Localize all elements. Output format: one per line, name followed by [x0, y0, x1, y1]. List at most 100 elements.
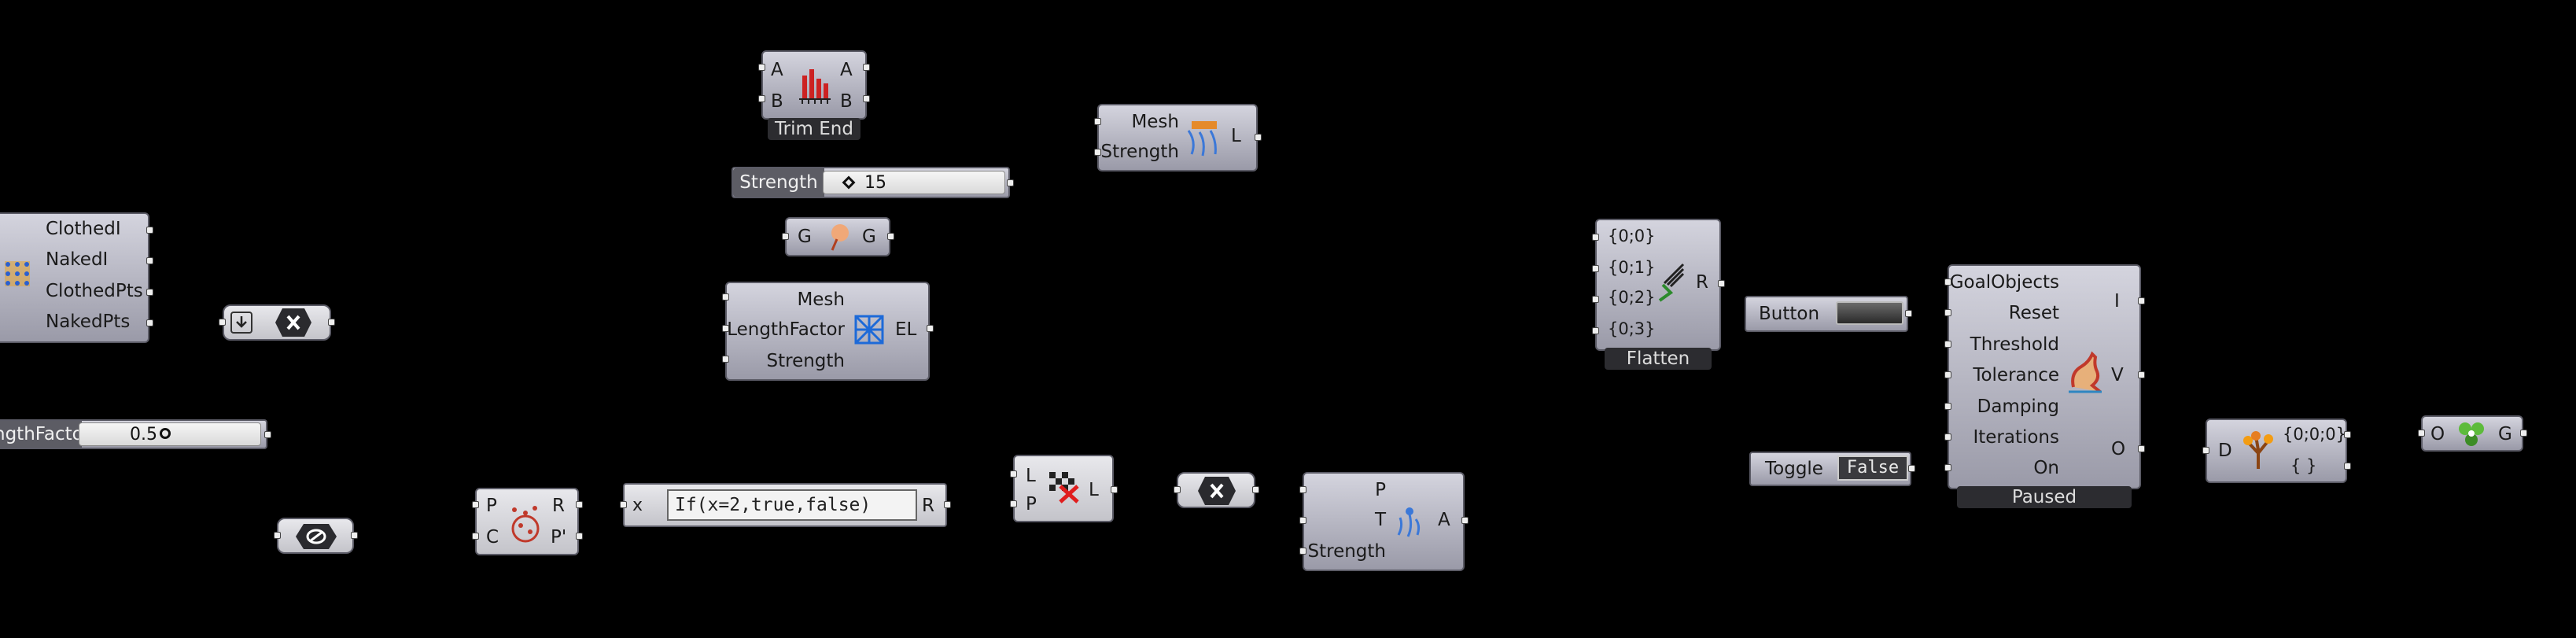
- slider-handle[interactable]: [842, 175, 856, 190]
- dispose-component[interactable]: [1177, 472, 1255, 508]
- tree-path: {0;0;0}: [2283, 425, 2346, 444]
- output-grip[interactable]: [576, 533, 583, 540]
- input-grip[interactable]: [758, 64, 765, 71]
- input-grip[interactable]: [1944, 309, 1951, 316]
- entwine-component[interactable]: O G: [2421, 415, 2523, 452]
- input-grip[interactable]: [1944, 433, 1951, 441]
- pin-icon: [823, 222, 854, 253]
- output-grip[interactable]: [1718, 280, 1725, 287]
- slider-track[interactable]: 0.5: [79, 422, 261, 446]
- output-grip[interactable]: [927, 325, 934, 332]
- anchor-component[interactable]: P T Strength A: [1303, 472, 1465, 571]
- output-grip[interactable]: [146, 227, 153, 234]
- output-r: R: [552, 496, 565, 516]
- input-grip[interactable]: [1944, 371, 1951, 378]
- output-grip[interactable]: [146, 257, 153, 264]
- input-grip[interactable]: [1094, 118, 1101, 125]
- output-a: A: [840, 60, 853, 80]
- trim-end-component[interactable]: A B A B: [761, 50, 867, 120]
- input-path-0: {0;0}: [1608, 227, 1656, 245]
- output-grip[interactable]: [146, 289, 153, 296]
- output-grip[interactable]: [2344, 463, 2351, 470]
- flatten-component[interactable]: {0;0} {0;1} {0;2} {0;3} R: [1595, 219, 1721, 351]
- output-grip[interactable]: [2520, 430, 2527, 437]
- input-grip[interactable]: [1010, 500, 1017, 507]
- input-grip[interactable]: [1944, 278, 1951, 286]
- close-icon: [1197, 476, 1236, 506]
- mesh-topology-component[interactable]: ClothedI NakedI ClothedPts NakedPts: [0, 212, 149, 343]
- toggle-component[interactable]: Toggle False: [1749, 452, 1911, 486]
- goal-gg-component[interactable]: G G: [785, 217, 890, 256]
- input-grip[interactable]: [722, 325, 729, 332]
- edge-lengths-component[interactable]: Mesh LengthFactor Strength EL: [725, 282, 930, 381]
- output-grip[interactable]: [863, 64, 870, 71]
- tree-component[interactable]: D {0;0;0} { }: [2206, 419, 2347, 483]
- output-p-prime: P': [551, 527, 567, 548]
- output-grip[interactable]: [1255, 134, 1262, 141]
- solver-component[interactable]: GoalObjects Reset Threshold Tolerance Da…: [1948, 264, 2141, 489]
- toggle-switch[interactable]: False: [1837, 455, 1908, 481]
- output-v: V: [2111, 365, 2124, 385]
- input-grip[interactable]: [1944, 403, 1951, 410]
- input-grip[interactable]: [1299, 486, 1306, 493]
- input-p: P: [1375, 480, 1386, 500]
- input-grip[interactable]: [472, 501, 479, 508]
- input-grip[interactable]: [1944, 341, 1951, 348]
- input-grip[interactable]: [620, 501, 627, 508]
- input-grip[interactable]: [2418, 430, 2425, 437]
- input-grip[interactable]: [472, 533, 479, 540]
- output-grip[interactable]: [2138, 445, 2145, 452]
- download-icon: [230, 312, 252, 334]
- expression-field[interactable]: If(x=2,true,false): [667, 489, 917, 521]
- slider-track[interactable]: 15: [823, 171, 1005, 194]
- input-grip[interactable]: [219, 319, 226, 326]
- input-grip[interactable]: [1094, 149, 1101, 156]
- cull-component[interactable]: L P L: [1013, 455, 1114, 522]
- output-grip[interactable]: [2344, 431, 2351, 438]
- input-grip[interactable]: [722, 293, 729, 301]
- pc-component[interactable]: P C R P': [475, 488, 579, 555]
- input-grip[interactable]: [1299, 517, 1306, 524]
- input-grip[interactable]: [1010, 470, 1017, 478]
- output-grip[interactable]: [1908, 465, 1915, 472]
- output-grip[interactable]: [2138, 297, 2145, 304]
- output-grip[interactable]: [1007, 179, 1014, 186]
- push-button[interactable]: [1836, 301, 1903, 325]
- strength-slider[interactable]: Strength 15: [732, 167, 1010, 198]
- output-grip[interactable]: [944, 501, 951, 508]
- input-grip[interactable]: [1174, 486, 1181, 493]
- output-grip[interactable]: [146, 319, 153, 326]
- output-grip[interactable]: [351, 532, 358, 539]
- input-grip[interactable]: [758, 95, 765, 102]
- output-grip[interactable]: [887, 233, 894, 240]
- input-grip[interactable]: [1592, 265, 1599, 272]
- input-grip[interactable]: [1592, 234, 1599, 241]
- input-tolerance: Tolerance: [1973, 365, 2059, 385]
- expression-component[interactable]: x If(x=2,true,false) R: [623, 483, 947, 527]
- output-grip[interactable]: [264, 431, 271, 438]
- input-grip[interactable]: [2202, 447, 2209, 454]
- mesh-strength-component[interactable]: Mesh Strength L: [1097, 104, 1258, 171]
- output-grip[interactable]: [1905, 310, 1912, 317]
- data-dam-component[interactable]: [223, 304, 331, 341]
- output-grip[interactable]: [2138, 371, 2145, 378]
- input-grip[interactable]: [1592, 327, 1599, 334]
- input-grip[interactable]: [1944, 464, 1951, 471]
- output-grip[interactable]: [1252, 486, 1259, 493]
- input-grip[interactable]: [274, 532, 281, 539]
- input-p: P: [1026, 494, 1037, 514]
- input-grip[interactable]: [722, 356, 729, 363]
- input-grip[interactable]: [782, 233, 789, 240]
- output-grip[interactable]: [863, 95, 870, 102]
- output-grip[interactable]: [1111, 486, 1118, 493]
- output-grip[interactable]: [1461, 517, 1469, 524]
- input-grip[interactable]: [1299, 548, 1306, 555]
- length-factor-slider[interactable]: ngthFactor 0.5: [0, 419, 267, 449]
- slider-handle[interactable]: [160, 428, 171, 439]
- nut-component[interactable]: [277, 518, 354, 554]
- output-grip[interactable]: [328, 319, 335, 326]
- input-grip[interactable]: [1592, 296, 1599, 303]
- output-grip[interactable]: [576, 501, 583, 508]
- button-component[interactable]: Button: [1745, 296, 1908, 332]
- input-path-2: {0;2}: [1608, 288, 1656, 307]
